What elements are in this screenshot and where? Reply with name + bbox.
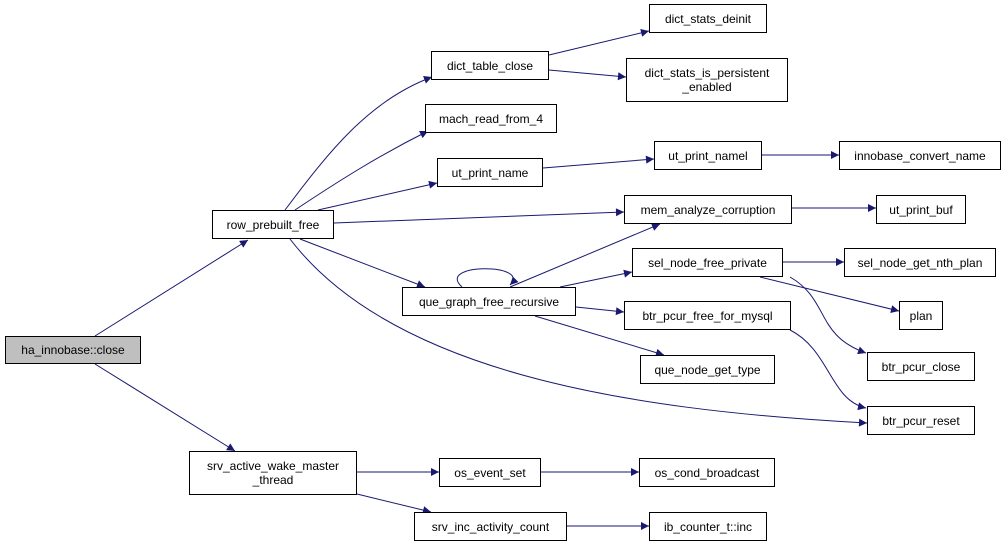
node-row-prebuilt-free[interactable]: row_prebuilt_free <box>212 210 334 239</box>
node-que-graph-free-recursive[interactable]: que_graph_free_recursive <box>402 287 576 316</box>
edge-que-graph-self-loop <box>456 268 519 288</box>
edge-row-prebuilt-free-to-ut-print-name <box>317 180 438 211</box>
edge-que-graph-to-sel-node-free <box>559 269 633 288</box>
node-btr-pcur-close[interactable]: btr_pcur_close <box>867 352 975 381</box>
node-mach-read-from-4[interactable]: mach_read_from_4 <box>425 104 557 133</box>
edge-dict-table-close-to-deinit <box>548 28 650 56</box>
node-ut-print-namel[interactable]: ut_print_namel <box>654 141 762 170</box>
node-sel-node-get-nth-plan[interactable]: sel_node_get_nth_plan <box>844 248 996 277</box>
node-plan[interactable]: plan <box>899 301 943 330</box>
edge-que-graph-to-que-node-type <box>534 315 665 357</box>
node-os-event-set[interactable]: os_event_set <box>439 458 541 487</box>
edge-dict-table-close-to-persistent <box>548 69 627 81</box>
node-os-cond-broadcast[interactable]: os_cond_broadcast <box>639 458 775 487</box>
edge-que-graph-to-mem-analyze <box>509 223 661 288</box>
node-dict-stats-deinit[interactable]: dict_stats_deinit <box>649 4 767 33</box>
node-ha-innobase-close: ha_innobase::close <box>5 336 141 364</box>
edge-row-prebuilt-free-to-btr-pcur-reset <box>289 238 868 427</box>
node-dict-stats-is-persistent-enabled[interactable]: dict_stats_is_persistent _enabled <box>626 58 788 102</box>
edge-row-prebuilt-free-to-mach-read <box>294 130 429 211</box>
node-que-node-get-type[interactable]: que_node_get_type <box>640 355 775 384</box>
edge-close-to-srv-active-wake <box>94 363 236 452</box>
node-srv-inc-activity-count[interactable]: srv_inc_activity_count <box>414 512 567 541</box>
node-innobase-convert-name[interactable]: innobase_convert_name <box>839 141 1001 170</box>
edge-sel-node-free-to-btr-pcur-close <box>789 276 867 355</box>
edge-que-graph-to-btr-pcur-free <box>575 306 625 316</box>
edge-close-to-row-prebuilt-free <box>94 239 249 337</box>
edge-ut-print-name-to-namel <box>542 155 655 169</box>
node-btr-pcur-reset[interactable]: btr_pcur_reset <box>867 406 975 435</box>
node-sel-node-free-private[interactable]: sel_node_free_private <box>632 248 783 277</box>
edge-btr-pcur-free-to-btr-pcur-reset <box>789 329 867 411</box>
node-ib-counter-t-inc[interactable]: ib_counter_t::inc <box>649 512 767 541</box>
node-srv-active-wake-master-thread[interactable]: srv_active_wake_master _thread <box>189 451 357 495</box>
edge-sel-node-free-to-plan <box>759 276 900 313</box>
edge-row-prebuilt-free-to-dict-table-close <box>284 76 433 211</box>
edge-srv-active-wake-to-srv-inc-activity <box>356 493 432 514</box>
edge-row-prebuilt-free-to-mem-analyze <box>333 208 625 224</box>
node-mem-analyze-corruption[interactable]: mem_analyze_corruption <box>624 195 792 224</box>
edge-row-prebuilt-free-to-que-graph <box>299 238 426 288</box>
node-ut-print-name[interactable]: ut_print_name <box>437 158 543 187</box>
node-ut-print-buf[interactable]: ut_print_buf <box>876 195 966 224</box>
node-btr-pcur-free-for-mysql[interactable]: btr_pcur_free_for_mysql <box>624 301 791 330</box>
node-dict-table-close[interactable]: dict_table_close <box>431 51 549 80</box>
